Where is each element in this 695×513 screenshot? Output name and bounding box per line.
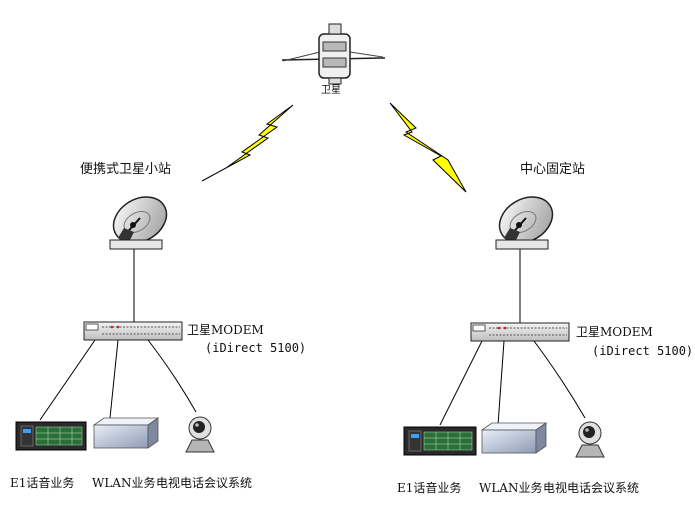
left-dish-icon [109, 196, 168, 250]
left-modem-icon [83, 321, 183, 341]
right-modem-icon [470, 322, 570, 342]
right-dish-icon [495, 196, 554, 250]
left-videoconference-camera-icon [185, 416, 215, 453]
right-satellite-link [389, 102, 467, 193]
right-service-wlan: WLAN业务 [479, 481, 543, 495]
right-service-e1: E1话音业务 [397, 481, 462, 495]
left-service-e1: E1话音业务 [10, 476, 75, 490]
left-e1-voice-icon [15, 421, 87, 451]
left-service-videoconf: 电视电话会议系统 [156, 476, 253, 490]
right-videoconference-camera-icon [575, 421, 605, 458]
right-wlan-icon [480, 422, 548, 454]
right-modem-label: 卫星MODEM [576, 325, 653, 339]
right-service-videoconf: 电视电话会议系统 [543, 481, 640, 495]
satellite-icon [281, 23, 386, 85]
left-modem-model: (iDirect 5100) [205, 341, 307, 355]
left-service-wlan: WLAN业务 [92, 476, 156, 490]
satellite-label: 卫星 [321, 85, 341, 96]
right-modem-model: (iDirect 5100) [592, 344, 694, 358]
right-e1-voice-icon [403, 426, 477, 456]
left-wlan-icon [92, 417, 160, 449]
left-modem-label: 卫星MODEM [187, 323, 264, 337]
left-satellite-link [201, 104, 294, 182]
left-station-name: 便携式卫星小站 [80, 162, 172, 177]
left-station [15, 196, 215, 453]
right-station-name: 中心固定站 [520, 162, 586, 177]
right-station [403, 196, 605, 458]
